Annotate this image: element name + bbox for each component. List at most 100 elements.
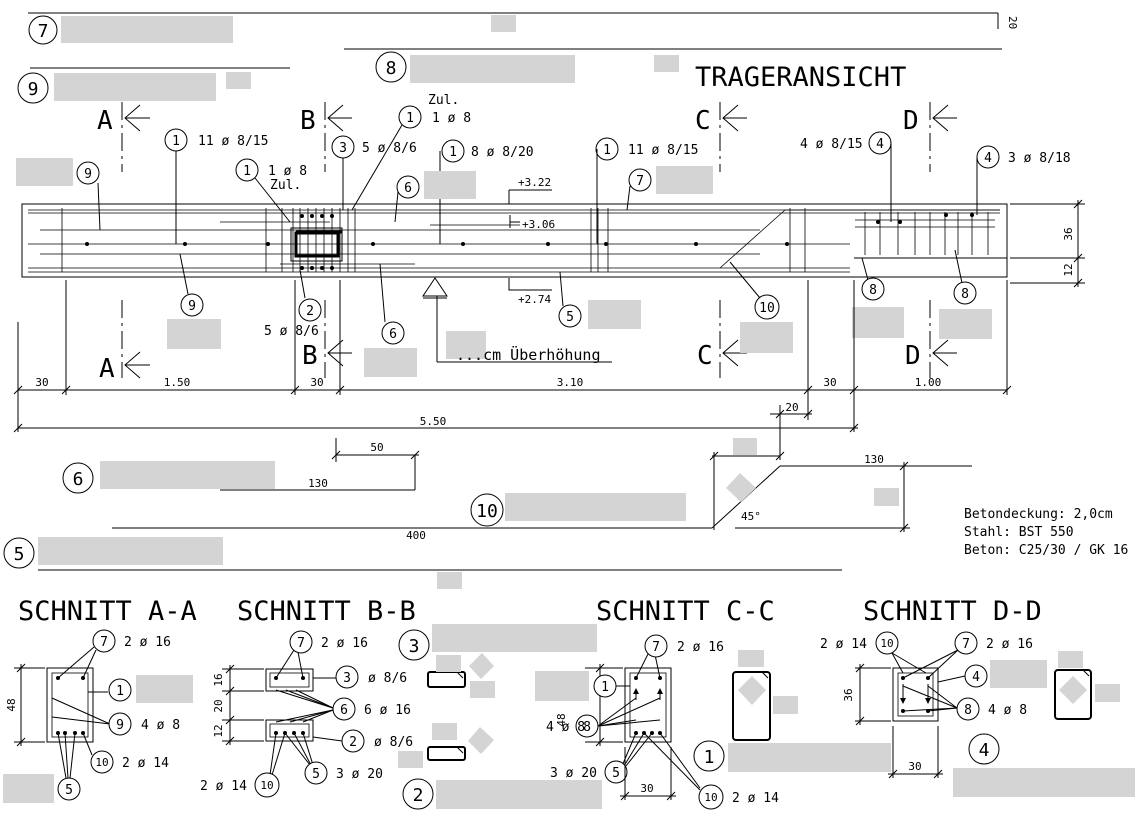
redacted-label — [100, 461, 275, 489]
callout-text: ø 8/6 — [368, 671, 407, 686]
redacted-label — [1058, 651, 1083, 668]
callout-zul: Zul. — [428, 93, 459, 108]
callout-num: 10 — [759, 301, 775, 316]
callout-text: 2 ø 14 — [122, 756, 169, 771]
callout-num: 9 — [116, 718, 124, 733]
callout-num: 2 — [349, 735, 357, 750]
callout-text: 6 ø 16 — [364, 703, 411, 718]
callout-num: 2 — [306, 304, 314, 319]
callout-num: 7 — [636, 174, 644, 189]
redacted-label — [738, 676, 766, 705]
bar-mark-9: 9 — [28, 79, 39, 100]
dim-label: 30 — [35, 376, 48, 389]
redacted-label — [728, 743, 891, 772]
callout-num: 9 — [188, 299, 196, 314]
bar-mark-6: 6 — [73, 469, 84, 490]
bar-mark-1: 1 — [704, 747, 715, 768]
callout-num: 7 — [652, 640, 660, 655]
level-marks: +3.22 +3.06 +2.74 — [508, 176, 555, 306]
level-mark: +3.22 — [518, 176, 551, 189]
dim-label: 36 — [842, 688, 855, 701]
callout-text: 3 ø 20 — [336, 767, 383, 782]
bar-mark-2: 2 — [413, 785, 424, 806]
redacted-label — [432, 723, 457, 740]
notes: Betondeckung: 2,0cm Stahl: BST 550 Beton… — [964, 507, 1128, 558]
callout-num: 5 — [312, 767, 320, 782]
callout-num: 7 — [100, 635, 108, 650]
callout-num: 1 — [243, 164, 251, 179]
dim-label: 12 — [1062, 263, 1075, 276]
redacted-label — [773, 696, 798, 714]
redacted-label — [1095, 684, 1120, 702]
redacted-label — [939, 309, 992, 339]
bar-shape-9: 9 — [17, 67, 290, 104]
redacted-label — [61, 16, 233, 43]
section-title: SCHNITT B-B — [237, 596, 416, 627]
section-bb: SCHNITT B-B 16 20 12 7 2 ø 16 3 ø 8/6 — [200, 596, 416, 798]
callout-text: 2 ø 14 — [732, 791, 779, 806]
callout-text: 5 ø 8/6 — [264, 324, 319, 339]
bar-shape-8: 8 TRAGERANSICHT — [344, 48, 1002, 93]
level-mark: +3.06 — [522, 218, 555, 231]
callout-text: 2 ø 16 — [321, 636, 368, 651]
redacted-label — [1059, 676, 1087, 704]
callout-num: 7 — [962, 637, 970, 652]
dim-label: 30 — [640, 782, 653, 795]
redacted-label — [491, 15, 516, 32]
callout-text: 2 ø 16 — [986, 637, 1033, 652]
redacted-label — [364, 348, 417, 377]
section-mark-d-bottom: D — [905, 341, 921, 371]
callout-num: 9 — [84, 167, 92, 182]
callout-num: 1 — [603, 143, 611, 158]
dim-label: 16 — [212, 673, 225, 686]
redacted-label — [654, 55, 679, 72]
dim-label: 12 — [212, 724, 225, 737]
bar-shape-10: 10 400 130 45° — [112, 438, 972, 542]
bar-mark-10: 10 — [476, 501, 498, 522]
dim-label: 48 — [5, 698, 18, 711]
section-title: SCHNITT D-D — [863, 596, 1042, 627]
section-aa: SCHNITT A-A 48 7 2 ø 16 1 9 4 ø 8 10 2 ø… — [3, 596, 197, 803]
bar-mark-5: 5 — [14, 544, 25, 565]
callout-num: 6 — [340, 703, 348, 718]
callout-text: 2 ø 14 — [820, 637, 867, 652]
note-cover: Betondeckung: 2,0cm — [964, 507, 1113, 522]
dim-label: 5.50 — [420, 415, 447, 428]
bar-length: 50 — [370, 441, 383, 454]
callout-num: 10 — [704, 791, 717, 804]
callout-num: 4 — [876, 137, 884, 152]
elevation-callouts: 1 11 ø 8/15 1 Zul. 1 ø 8 1 1 ø 8 Zul. 3 … — [16, 93, 1071, 377]
stirrup-shape-3: 3 — [398, 624, 597, 698]
section-mark-b-bottom: B — [302, 341, 318, 371]
redacted-label — [468, 727, 494, 754]
bar-shape-5: 5 — [3, 537, 842, 589]
bar-mark-circle — [17, 72, 49, 104]
redacted-label — [733, 438, 757, 455]
callout-num: 1 — [406, 111, 414, 126]
bar-length: 400 — [406, 529, 426, 542]
redacted-label — [470, 681, 495, 698]
callout-text: 4 ø 8/15 — [800, 137, 863, 152]
section-cc: SCHNITT C-C 48 7 2 ø 16 1 8 4 ø 8 — [535, 596, 779, 810]
callout-num: 3 — [339, 141, 347, 156]
callout-text: 2 ø 16 — [677, 640, 724, 655]
redacted-label — [410, 55, 575, 83]
callout-num: 7 — [297, 636, 305, 651]
redacted-label — [436, 780, 602, 809]
callout-text: 4 ø 8 — [988, 703, 1027, 718]
callout-num: 1 — [449, 145, 457, 160]
dim-label: 48 — [555, 713, 568, 726]
callout-text: 2 ø 16 — [124, 635, 171, 650]
bar-mark-circle — [375, 51, 407, 83]
redacted-label — [436, 655, 461, 672]
redacted-label — [656, 166, 713, 194]
dim-label: 1.50 — [164, 376, 191, 389]
callout-num: 10 — [95, 756, 108, 769]
section-marks: A A B B C C D D — [97, 102, 957, 384]
page-title: TRAGERANSICHT — [695, 62, 906, 93]
callout-num: 4 — [972, 670, 980, 685]
dim-label: 30 — [823, 376, 836, 389]
callout-num: 4 — [984, 151, 992, 166]
callout-num: 3 — [343, 671, 351, 686]
redacted-label — [990, 660, 1047, 688]
